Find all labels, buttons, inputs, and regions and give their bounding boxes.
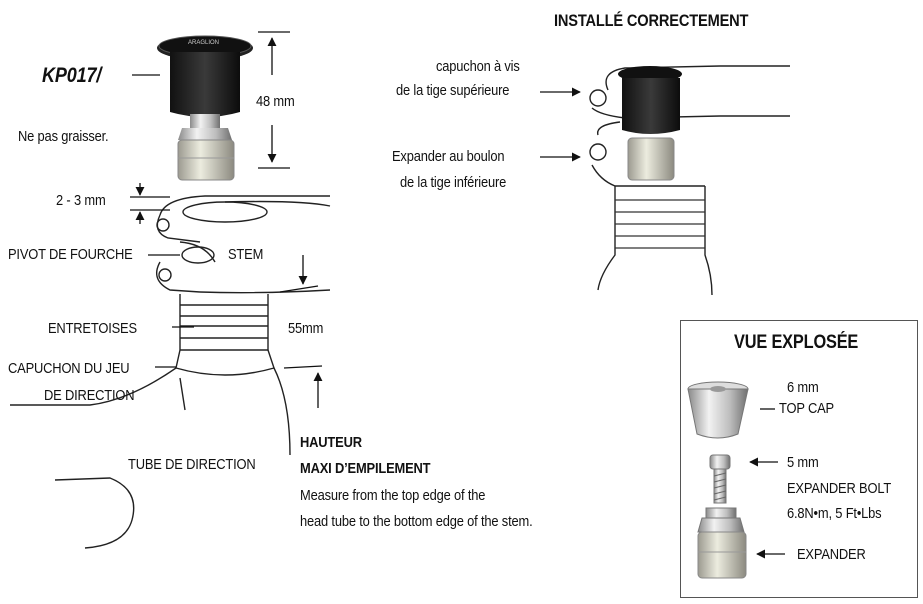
dim-gap-marks (130, 183, 194, 368)
cap-brand-text: ARAGLION (188, 40, 219, 46)
bolt-label: EXPANDER BOLT (787, 480, 892, 497)
exploded-title: VUE EXPLOSÉE (734, 332, 859, 353)
installed-expander-label-line1: Expander au boulon (392, 148, 505, 165)
top-cap-size: 6 mm (787, 379, 819, 396)
dim-55-label: 55mm (288, 320, 324, 337)
exploded-view-drawing (687, 381, 749, 579)
dim-gap-label: 2 - 3 mm (56, 192, 106, 209)
installed-cap-label-line1: capuchon à vis (436, 58, 520, 75)
headset-cap-label-line1: CAPUCHON DU JEU (8, 360, 130, 377)
installed-arrows (540, 87, 581, 162)
max-stack-desc-line2: head tube to the bottom edge of the stem… (300, 513, 533, 530)
installed-title: INSTALLÉ CORRECTEMENT (554, 11, 749, 30)
expander-label: EXPANDER (797, 546, 866, 563)
headset-cap-label-line2: DE DIRECTION (44, 387, 135, 404)
installed-drawing (589, 65, 790, 296)
exploded-arrows (749, 408, 785, 559)
head-tube-label: TUBE DE DIRECTION (128, 456, 256, 473)
spacers-label: ENTRETOISES (48, 320, 137, 337)
kp017-part-illustration: ARAGLION (157, 35, 253, 181)
part-number-label: KP017/ (42, 64, 102, 87)
top-cap-label: TOP CAP (779, 400, 834, 417)
bolt-size: 5 mm (787, 454, 819, 471)
dim-48-marks (258, 31, 290, 169)
bolt-torque: 6.8N•m, 5 Ft•Lbs (787, 505, 882, 522)
installed-expander-label-line2: de la tige inférieure (400, 174, 507, 191)
exploded-view-panel (680, 320, 918, 598)
stem-label: STEM (228, 246, 264, 263)
stem-fork-drawing (10, 195, 331, 549)
dim-55-marks (279, 255, 323, 408)
no-grease-note: Ne pas graisser. (18, 128, 109, 145)
max-stack-desc-line1: Measure from the top edge of the (300, 487, 486, 504)
installed-cap-label-line2: de la tige supérieure (396, 82, 510, 99)
dim-48-label: 48 mm (256, 93, 295, 110)
max-stack-title-line2: MAXI D’EMPILEMENT (300, 460, 431, 477)
max-stack-title-line1: HAUTEUR (300, 434, 362, 451)
fork-pivot-label: PIVOT DE FOURCHE (8, 246, 133, 263)
